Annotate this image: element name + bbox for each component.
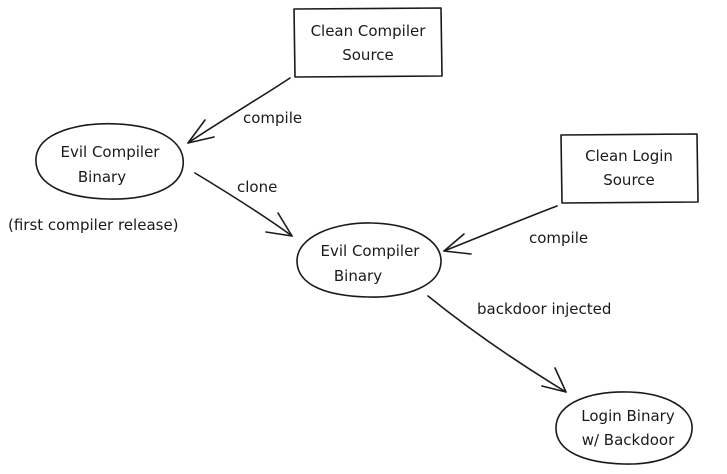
edge-compile-compiler: compile <box>187 77 302 144</box>
edge-clone-arrowhead <box>265 212 293 237</box>
login-binary-backdoor-line1: Login Binary <box>581 407 675 425</box>
edge-clone-label: clone <box>237 178 277 196</box>
first-release-annotation: (first compiler release) <box>8 216 179 234</box>
evil-compiler-binary-2-ellipse <box>296 222 442 298</box>
evil-compiler-binary-1-line2: Binary <box>78 168 126 186</box>
node-clean-login-source[interactable]: Clean Login Source <box>560 133 699 204</box>
clean-login-source-line2: Source <box>603 171 655 189</box>
clean-login-source-box <box>560 133 699 204</box>
evil-compiler-binary-2-line2: Binary <box>334 267 382 285</box>
edge-compile-compiler-arrowhead <box>187 119 215 144</box>
edge-backdoor: backdoor injected <box>427 295 611 393</box>
node-evil-compiler-binary-1[interactable]: Evil Compiler Binary <box>35 122 184 200</box>
edge-backdoor-label: backdoor injected <box>477 300 611 318</box>
edge-backdoor-line <box>427 295 567 393</box>
clean-compiler-source-line1: Clean Compiler <box>311 22 427 40</box>
edge-compile-compiler-label: compile <box>243 109 302 127</box>
edge-compile-login-arrowhead <box>443 233 472 255</box>
clean-compiler-source-box <box>293 7 443 78</box>
clean-login-source-line1: Clean Login <box>585 147 673 165</box>
edge-compile-compiler-line <box>187 77 291 144</box>
login-binary-backdoor-ellipse <box>555 391 693 465</box>
edge-clone-line <box>194 172 293 237</box>
node-evil-compiler-binary-2[interactable]: Evil Compiler Binary <box>296 222 442 298</box>
edge-clone: clone <box>194 172 293 237</box>
edge-backdoor-arrowhead <box>541 367 567 393</box>
edge-compile-login-line <box>443 205 558 252</box>
node-clean-compiler-source[interactable]: Clean Compiler Source <box>293 7 443 78</box>
evil-compiler-binary-1-ellipse <box>35 122 184 200</box>
evil-compiler-binary-2-line1: Evil Compiler <box>321 242 421 260</box>
clean-compiler-source-line2: Source <box>342 46 394 64</box>
edge-compile-login: compile <box>443 205 588 255</box>
evil-compiler-binary-1-line1: Evil Compiler <box>61 143 161 161</box>
node-login-binary-backdoor[interactable]: Login Binary w/ Backdoor <box>555 391 693 465</box>
edge-compile-login-label: compile <box>529 229 588 247</box>
login-binary-backdoor-line2: w/ Backdoor <box>582 431 675 449</box>
